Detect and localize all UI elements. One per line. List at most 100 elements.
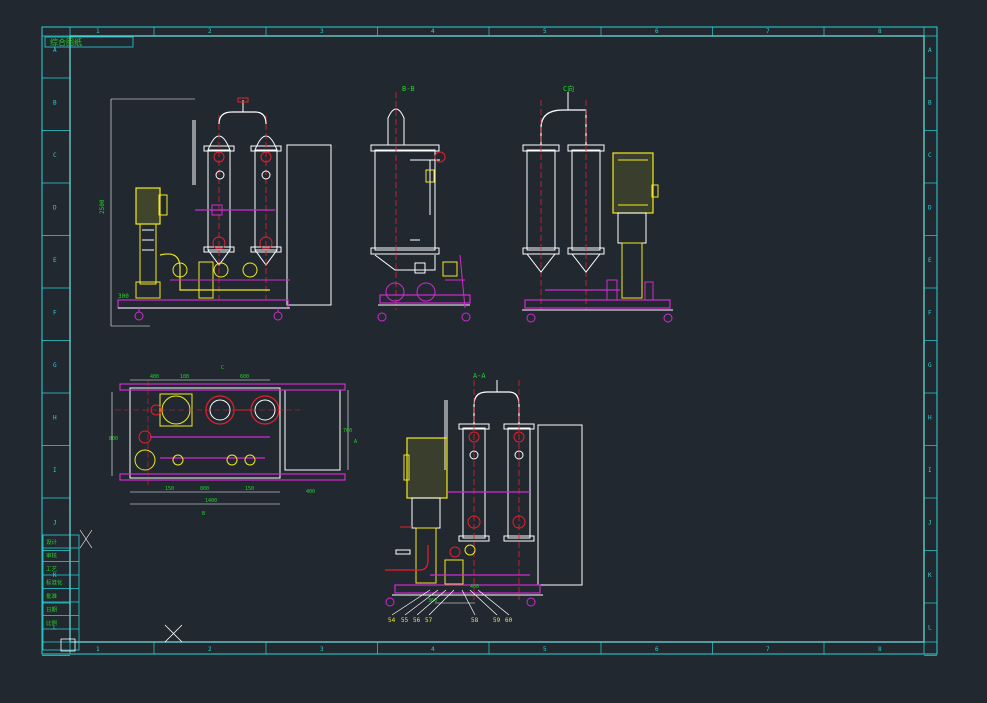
side-view-bb: B-B (370, 85, 471, 322)
section-callout-leader (469, 589, 498, 616)
grid-row-left-label: K (53, 572, 57, 579)
section-callout-leader (477, 589, 510, 616)
grid-col-top-label: 7 (766, 28, 770, 35)
grid-columns-bottom: 1 2 3 4 5 6 7 8 (96, 642, 882, 654)
grid-col-top-label: 2 (208, 28, 212, 35)
grid-row-left-label: C (53, 152, 57, 159)
plan-marker-b: B (202, 511, 205, 517)
plan-dim-top-value: 400 (150, 374, 159, 380)
plan-marker-c: C (221, 365, 224, 371)
view-label-bb: B-B (402, 85, 415, 93)
grid-row-left-label: F (53, 310, 57, 317)
grid-row-left-label: L (53, 625, 57, 632)
grid-col-bottom-label: 8 (878, 646, 882, 653)
plan-dim-top-value: 600 (240, 374, 249, 380)
section-callout-leader (416, 589, 447, 616)
grid-col-top-label: 1 (96, 28, 100, 35)
section-callout-label: 58 (471, 617, 479, 624)
grid-row-right-label: J (928, 520, 932, 527)
plan-dim-total: 1400 (205, 498, 217, 504)
view-label-c: C向 (563, 84, 574, 93)
grid-col-bottom-label: 1 (96, 646, 100, 653)
section-view-aa: A-A 36 (385, 372, 583, 624)
section-dims-group: 360 400 (428, 584, 479, 604)
section-callout-leader (404, 589, 439, 616)
section-callout-label: 59 (493, 617, 501, 624)
grid-row-left-label: E (53, 257, 57, 264)
grid-col-top-label: 3 (320, 28, 324, 35)
grid-col-bottom-label: 7 (766, 646, 770, 653)
section-dim-value: 400 (470, 584, 479, 590)
grid-row-right-label: H (928, 415, 932, 422)
plan-dim-extra: 400 (306, 489, 315, 495)
title-block-row-label: 审核 (46, 552, 58, 560)
title-block-row-label: 比例 (46, 619, 58, 627)
section-callout-label: 54 (388, 617, 396, 624)
plan-dim-bottom-value: 800 (200, 486, 209, 492)
grid-col-bottom-label: 6 (655, 646, 659, 653)
front-dim-height: 2500 (99, 199, 106, 214)
section-callout-leader (391, 589, 431, 616)
grid-col-top-label: 4 (431, 28, 435, 35)
section-callout-label: 56 (413, 617, 421, 624)
grid-row-left-label: D (53, 205, 57, 212)
grid-rows-left: A B C D E F G H I J K L (42, 47, 70, 656)
section-callout-leader (461, 589, 476, 616)
grid-row-left-label: J (53, 520, 57, 527)
plan-dim-bottom-value: 150 (245, 486, 254, 492)
grid-row-right-label: A (928, 47, 932, 54)
title-block-row-label: 设计 (46, 538, 58, 546)
plan-dim-bottom-value: 150 (165, 486, 174, 492)
grid-row-right-label: E (928, 257, 932, 264)
front-view: 2500 300 (99, 97, 332, 327)
grid-row-right-label: B (928, 100, 932, 107)
grid-columns-top: 1 2 3 4 5 6 7 8 (96, 27, 882, 36)
grid-col-top-label: 8 (878, 28, 882, 35)
section-dim-value: 360 (428, 598, 437, 604)
view-label-aa: A-A (473, 372, 486, 380)
side-view-c: C向 (522, 84, 673, 323)
title-block-row-label: 日期 (46, 607, 58, 614)
front-dim-base: 300 (118, 293, 129, 300)
title-block-row-label: 批准 (46, 592, 58, 600)
title-stamp: 综合图纸 (44, 36, 134, 48)
grid-row-right-label: C (928, 152, 932, 159)
plan-view: 400 100 600 150 800 150 1400 700 800 400 B C… (109, 365, 357, 517)
cursor-crosshair (164, 624, 183, 643)
drawing-frame (41, 26, 938, 655)
title-block-row-label: 工艺 (46, 566, 58, 573)
grid-row-left-label: H (53, 415, 57, 422)
grid-col-bottom-label: 3 (320, 646, 324, 653)
grid-col-top-label: 6 (655, 28, 659, 35)
title-block-row-label: 标准化 (46, 579, 63, 587)
plan-dim-right: 700 (343, 428, 352, 434)
section-callout-leader (428, 589, 455, 616)
grid-row-right-label: F (928, 310, 932, 317)
section-callout-label: 57 (425, 617, 433, 624)
grid-row-left-label: G (53, 362, 57, 369)
grid-row-left-label: A (53, 47, 57, 54)
grid-row-right-label: I (928, 467, 932, 474)
grid-col-bottom-label: 5 (543, 646, 547, 653)
grid-row-left-label: B (53, 100, 57, 107)
plan-dim-top-value: 100 (180, 374, 189, 380)
grid-row-right-label: D (928, 205, 932, 212)
grid-row-right-label: L (928, 625, 932, 632)
grid-row-right-label: K (928, 572, 932, 579)
grid-row-left-label: I (53, 467, 57, 474)
grid-col-top-label: 5 (543, 28, 547, 35)
grid-col-bottom-label: 2 (208, 646, 212, 653)
grid-col-bottom-label: 4 (431, 646, 435, 653)
section-callout-label: 60 (505, 617, 513, 624)
plan-dims-bottom-group: 150 800 150 (165, 486, 254, 492)
plan-dim-left: 800 (109, 436, 118, 442)
grid-rows-right: A B C D E F G H I J K L (924, 47, 937, 656)
plan-dims-top-group: 400 100 600 (150, 374, 249, 380)
title-stamp-label: 综合图纸 (50, 37, 82, 47)
plan-marker-a: A (354, 439, 357, 445)
grid-row-right-label: G (928, 362, 932, 369)
